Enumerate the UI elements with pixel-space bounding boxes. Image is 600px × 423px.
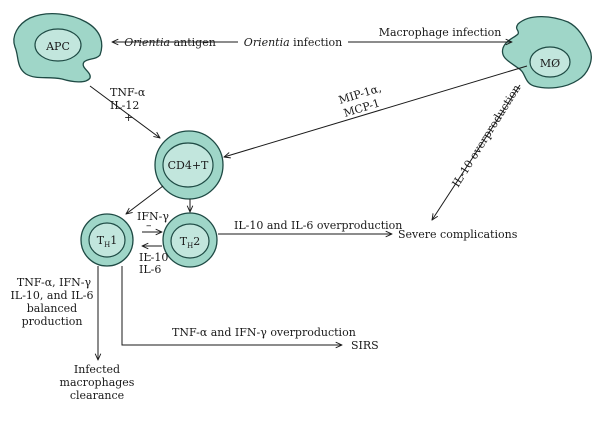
il12-label: IL-12	[110, 99, 139, 112]
th2-label: TH2	[180, 235, 200, 250]
th1-label: TH1	[97, 234, 117, 249]
balanced-line-1: TNF-α, IFN-γ	[17, 276, 92, 289]
inhibit-mark-top: –	[146, 219, 152, 232]
plus-sign: +	[124, 111, 133, 124]
cd4-cell: CD4+T	[154, 130, 224, 200]
cd4-label: CD4+T	[168, 159, 209, 172]
sirs-label: SIRS	[351, 339, 379, 352]
balanced-line-3: balanced	[27, 302, 77, 315]
th1-cell: TH1	[80, 213, 134, 267]
clearance-line-1: Infected	[74, 363, 120, 376]
balanced-line-2: IL-10, and IL-6	[11, 289, 94, 302]
arrow-macrophage-to-cd4	[224, 65, 528, 157]
macrophage-label: MØ	[540, 57, 560, 70]
arrow-apc-to-cd4	[89, 85, 160, 138]
orientia-antigen-label: Orientia antigen	[124, 36, 216, 49]
il10-il6-overproduction-label: IL-10 and IL-6 overproduction	[234, 219, 402, 232]
arrow-th1-to-sirs	[121, 266, 342, 345]
ifn-gamma-label: IFN-γ	[137, 210, 169, 223]
orientia-infection-label: Orientia infection	[244, 36, 342, 49]
inhibit-mark-bottom: –	[146, 249, 152, 262]
arrow-macrophage-to-complications	[432, 84, 521, 220]
macrophage-cell: MØ	[501, 15, 592, 89]
balanced-line-4: production	[22, 315, 83, 328]
macrophage-infection-label: Macrophage infection	[379, 26, 502, 39]
tnf-alpha-label: TNF-α	[110, 86, 146, 99]
arrow-cd4-to-th1	[126, 185, 164, 214]
tnf-ifn-overproduction-label: TNF-α and IFN-γ overproduction	[172, 326, 356, 339]
il10-label: IL-10	[139, 251, 168, 264]
il6-label: IL-6	[139, 263, 161, 276]
apc-label: APC	[45, 40, 70, 53]
th2-cell: TH2	[162, 212, 218, 268]
apc-cell: APC	[13, 12, 103, 83]
severe-complications-label: Severe complications	[398, 228, 518, 241]
il10-overproduction-label: IL-10 overproduction	[450, 82, 524, 189]
clearance-line-3: clearance	[70, 389, 124, 402]
clearance-line-2: macrophages	[60, 376, 135, 389]
